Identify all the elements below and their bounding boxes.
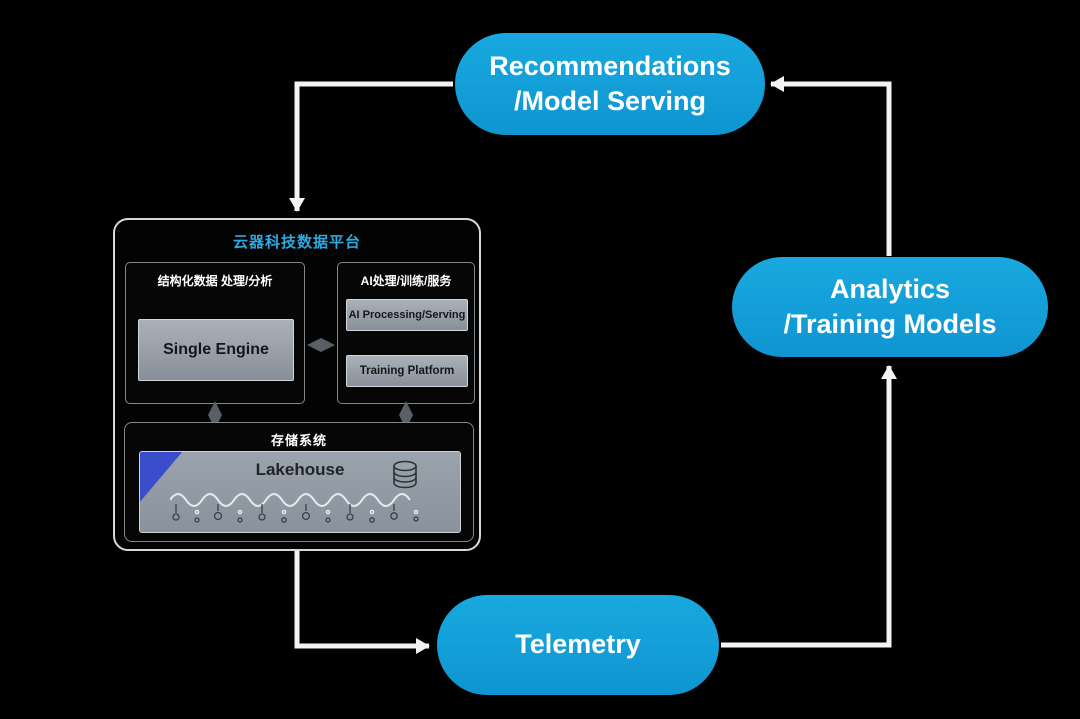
arrow-platform-to-telemetry — [294, 551, 430, 654]
arrow-analytics-to-recommendations — [770, 76, 892, 256]
node-recommendations-line2: /Model Serving — [513, 86, 707, 116]
node-telemetry-label: Telemetry — [515, 629, 641, 660]
arrow-recommendations-to-platform — [289, 81, 453, 212]
lakehouse-logo-triangle-icon — [140, 452, 187, 512]
node-telemetry: Telemetry — [437, 595, 719, 695]
storage-label: 存储系统 — [270, 433, 327, 448]
lakehouse-title: Lakehouse — [255, 460, 345, 479]
single-engine-box: Single Engine — [138, 319, 294, 381]
platform-title: 云器科技数据平台 — [232, 234, 361, 251]
node-recommendations-line1: Recommendations — [489, 50, 731, 81]
platform-box: 云器科技数据平台 结构化数据 处理/分析 Single Engine AI处理/… — [113, 218, 481, 551]
arrow-telemetry-to-analytics — [721, 365, 897, 648]
node-analytics-line1: Analytics — [829, 273, 951, 304]
ai-section-label: AI处理/训练/服务 — [360, 274, 452, 288]
node-analytics: Analytics /Training Models — [732, 257, 1048, 357]
structured-data-section: 结构化数据 处理/分析 Single Engine — [125, 262, 305, 404]
ai-section: AI处理/训练/服务 AI Processing/Serving Trainin… — [337, 262, 475, 404]
database-cylinder-icon — [392, 460, 418, 495]
structured-data-label: 结构化数据 处理/分析 — [157, 274, 273, 288]
connector-diamond-horizontal — [307, 338, 335, 352]
ai-processing-serving-box: AI Processing/Serving — [346, 299, 468, 331]
node-analytics-line2: /Training Models — [783, 309, 997, 339]
lakehouse-box: Lakehouse — [139, 451, 461, 533]
storage-section: 存储系统 Lakehouse — [124, 422, 474, 542]
training-platform-box: Training Platform — [346, 355, 468, 387]
waveform-graphic-icon — [169, 486, 422, 532]
node-recommendations: Recommendations /Model Serving — [455, 33, 765, 135]
